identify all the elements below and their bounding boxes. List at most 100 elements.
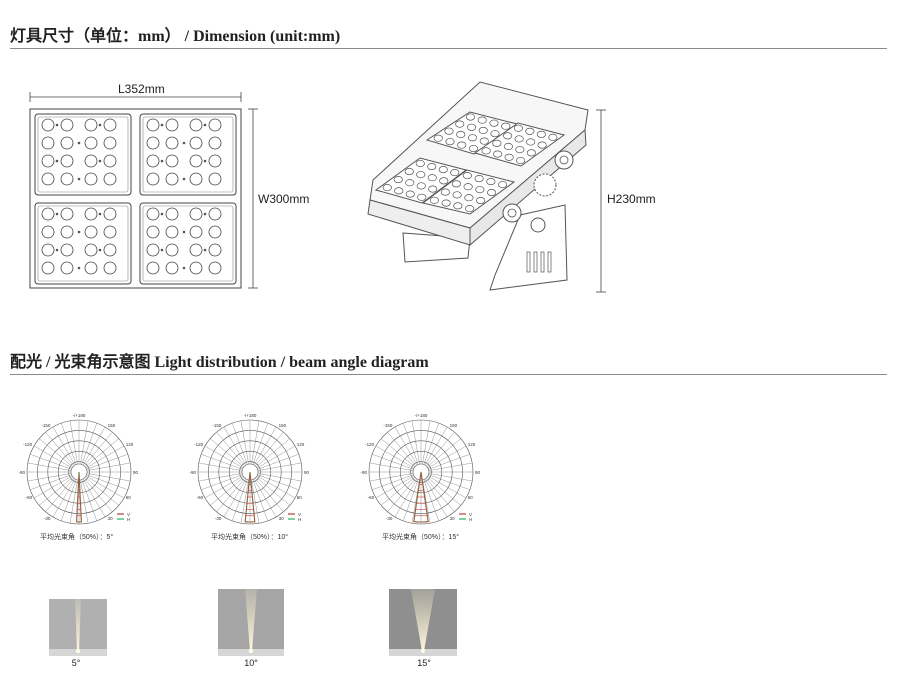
fixture-outline	[29, 108, 242, 289]
polar-spoke	[86, 474, 128, 490]
polar-angle-label-top: -/+180	[415, 413, 428, 418]
legend-label-v: V	[298, 512, 301, 517]
perspective-lens	[466, 123, 477, 131]
polar-angle-label-ml: -90	[189, 470, 196, 475]
perspective-lens	[503, 132, 513, 140]
polar-spoke	[69, 479, 78, 524]
polar-spoke	[423, 423, 439, 465]
led-lens	[189, 207, 203, 221]
perspective-lens	[462, 172, 472, 180]
brand-emblem	[530, 217, 546, 233]
polar-spoke	[83, 477, 113, 512]
polar-spoke	[232, 423, 248, 465]
polar-spoke	[216, 477, 246, 512]
polar-angle-label-ur: 120	[468, 442, 476, 447]
led-module-frame	[34, 113, 132, 196]
polar-caption-10: 平均光束角（50%）：10°	[211, 534, 289, 541]
perspective-lens	[382, 184, 392, 192]
led-lens	[189, 154, 203, 168]
perspective-lens	[474, 175, 484, 183]
polar-spoke	[33, 475, 73, 499]
led-lens	[84, 243, 98, 257]
perspective-lens	[525, 127, 535, 135]
perspective-lens	[393, 176, 403, 184]
polar-spoke	[428, 474, 470, 490]
polar-angle-label-ul: -120	[23, 442, 33, 447]
polar-spoke	[210, 476, 245, 506]
polar-angle-label-ll: -60	[368, 495, 375, 500]
screw-dot	[55, 159, 59, 163]
perspective-lens	[444, 127, 454, 135]
screw-dot	[77, 266, 81, 270]
led-lens	[189, 172, 203, 186]
led-lens	[208, 118, 222, 132]
polar-spoke	[411, 420, 420, 465]
perspective-lens	[394, 187, 404, 195]
light-beam-cone	[411, 589, 435, 651]
polar-spoke	[61, 423, 77, 465]
led-module-4	[139, 202, 237, 285]
screw-dot	[203, 212, 207, 216]
polar-spoke	[428, 462, 473, 471]
polar-spoke	[257, 462, 302, 471]
polar-spoke	[86, 462, 131, 471]
led-lens	[60, 243, 74, 257]
polar-angle-label-tl: -150	[41, 423, 51, 428]
perspective-lens	[416, 182, 426, 190]
pivot-knob-right-center	[559, 155, 569, 165]
led-lens	[103, 243, 117, 257]
polar-spoke	[256, 475, 296, 499]
polar-spoke	[253, 426, 277, 466]
led-lens	[146, 225, 160, 239]
polar-lobe-h	[76, 471, 82, 523]
perspective-lens	[417, 193, 427, 201]
polar-angle-label-top: -/+180	[244, 413, 257, 418]
polar-spoke	[69, 420, 78, 465]
perspective-lens	[487, 188, 497, 197]
polar-spoke	[426, 476, 461, 506]
perspective-lens	[438, 166, 448, 174]
screw-dot	[98, 159, 102, 163]
polar-spoke	[369, 462, 414, 471]
led-lens	[41, 261, 55, 275]
screw-dot	[55, 248, 59, 252]
perspective-lens	[429, 196, 439, 204]
polar-spoke	[375, 445, 415, 469]
perspective-lens	[415, 159, 425, 168]
beam-label-15: 15°	[417, 658, 431, 668]
led-lens	[41, 154, 55, 168]
led-module-frame	[139, 202, 237, 285]
polar-spoke	[30, 454, 72, 470]
polar-spoke	[428, 454, 470, 470]
led-module-frame	[139, 113, 237, 196]
polar-angle-label-ml: -90	[360, 470, 367, 475]
width-label: W300mm	[258, 192, 310, 206]
polar-angle-label-tl: -150	[383, 423, 393, 428]
perspective-lens	[516, 156, 526, 165]
polar-spoke	[372, 474, 414, 490]
polar-lobe-h	[244, 471, 256, 523]
perspective-lens	[537, 141, 547, 149]
polar-spoke	[33, 445, 73, 469]
perspective-lens	[450, 169, 460, 177]
led-module-1	[34, 113, 132, 196]
polar-spoke	[394, 426, 418, 466]
perspective-lens	[440, 188, 450, 196]
polar-spoke	[198, 462, 243, 471]
led-lens	[165, 118, 179, 132]
led-module-inner	[37, 116, 129, 193]
screw-dot	[77, 230, 81, 234]
screw-dot	[77, 141, 81, 145]
led-lens	[60, 154, 74, 168]
led-lens	[208, 225, 222, 239]
led-lens	[208, 207, 222, 221]
vent-slot	[533, 251, 538, 273]
polar-spoke	[252, 423, 268, 465]
led-lens	[41, 136, 55, 150]
led-lens	[189, 225, 203, 239]
led-module-inner	[142, 116, 234, 193]
perspective-lens	[467, 134, 478, 142]
polar-spoke	[80, 479, 89, 524]
polar-spoke	[223, 426, 247, 466]
polar-spoke	[427, 445, 467, 469]
